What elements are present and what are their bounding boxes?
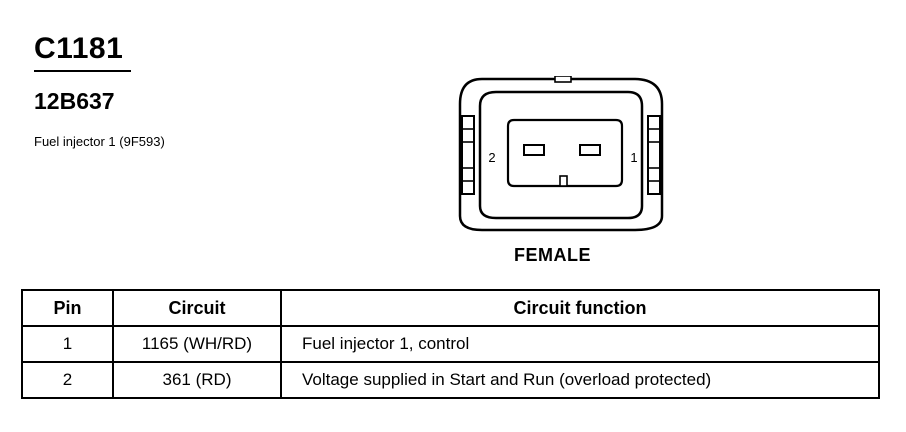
left-rib: [461, 115, 475, 195]
row-function: Fuel injector 1, control: [280, 325, 880, 363]
right-rib: [647, 115, 661, 195]
row-pin: 1: [21, 325, 114, 363]
pin-label-2: 2: [488, 150, 495, 165]
row-pin: 2: [21, 361, 114, 399]
row-circuit: 1165 (WH/RD): [112, 325, 282, 363]
table-header-row: Pin Circuit Circuit function: [21, 289, 880, 327]
connector-gender-label: FEMALE: [514, 245, 591, 265]
connector-face-diagram: 2 1: [458, 76, 664, 232]
keyway-notch: [559, 175, 568, 187]
terminal-block: [506, 118, 624, 188]
table-row: 2 361 (RD) Voltage supplied in Start and…: [21, 361, 880, 399]
connector-inner-outline: [478, 90, 644, 220]
connector-id: C1181: [34, 32, 124, 65]
connector-housing-outline: [458, 77, 664, 232]
header-pin: Pin: [21, 289, 114, 327]
connector-description: Fuel injector 1 (9F593): [34, 134, 165, 149]
part-number: 12B637: [34, 88, 115, 114]
row-circuit: 361 (RD): [112, 361, 282, 399]
terminal-1: [579, 144, 601, 156]
top-latch: [554, 76, 572, 83]
pin-label-1: 1: [630, 150, 637, 165]
terminal-2: [523, 144, 545, 156]
table-row: 1 1165 (WH/RD) Fuel injector 1, control: [21, 325, 880, 363]
header-circuit-function: Circuit function: [280, 289, 880, 327]
row-function: Voltage supplied in Start and Run (overl…: [280, 361, 880, 399]
header-circuit: Circuit: [112, 289, 282, 327]
title-underline: [34, 70, 131, 72]
pinout-table: Pin Circuit Circuit function 1 1165 (WH/…: [21, 289, 880, 399]
